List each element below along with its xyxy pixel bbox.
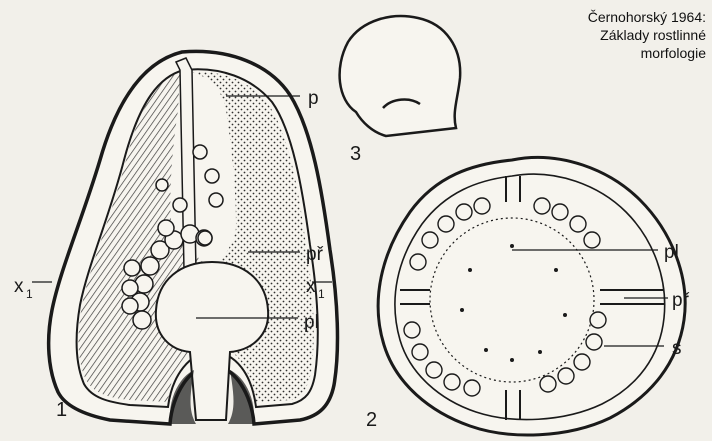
fig1-label-x1-right: x bbox=[306, 276, 316, 297]
fig3-number: 3 bbox=[350, 143, 361, 165]
fig2-number: 2 bbox=[366, 409, 377, 431]
fig2-placenta-center bbox=[430, 218, 594, 382]
credit-line-3: morfologie bbox=[641, 45, 707, 61]
fig3-seed-body bbox=[340, 16, 461, 136]
fig1-label-x1-right-sub: 1 bbox=[318, 287, 325, 301]
fig1-label-x1-left-sub: 1 bbox=[26, 287, 33, 301]
fig1-label-pl: pl bbox=[304, 312, 319, 333]
fig1-number: 1 bbox=[56, 399, 67, 421]
credit-line-2: Základy rostlinné bbox=[600, 27, 706, 43]
fig1-label-pr: př bbox=[306, 244, 324, 265]
figure-3-seed-outline bbox=[340, 16, 461, 136]
figure-2-cross-section bbox=[378, 157, 685, 435]
fig2-label-pr: př bbox=[672, 290, 690, 311]
fig1-label-x1-left: x bbox=[14, 276, 24, 297]
fig2-label-pl: pl bbox=[664, 242, 679, 263]
figure-1-longitudinal-section bbox=[32, 51, 337, 424]
fig1-label-p: p bbox=[308, 88, 319, 109]
fig2-label-s: s bbox=[672, 338, 682, 359]
credit-line-1: Černohorský 1964: bbox=[588, 9, 706, 25]
